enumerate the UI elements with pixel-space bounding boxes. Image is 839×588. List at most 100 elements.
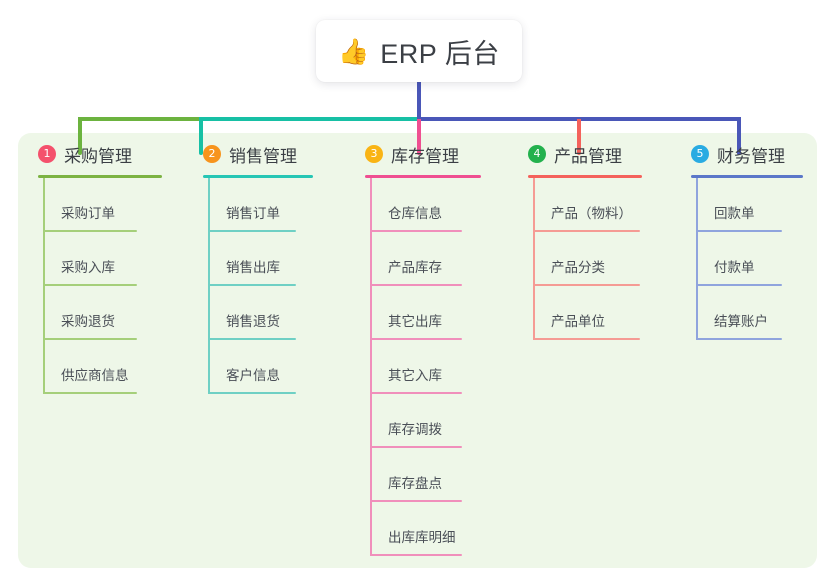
submodule-item[interactable]: 产品单位 — [533, 286, 642, 340]
submodule-underline — [370, 392, 462, 394]
module-header-product[interactable]: 4 产品管理 — [508, 133, 642, 175]
submodule-label: 供应商信息 — [61, 368, 129, 383]
submodule-underline — [43, 338, 137, 340]
submodule-underline — [533, 284, 640, 286]
submodule-item[interactable]: 采购入库 — [43, 232, 162, 286]
submodule-label: 销售退货 — [226, 314, 280, 329]
submodule-item[interactable]: 其它入库 — [370, 340, 481, 394]
submodule-spine — [370, 394, 372, 448]
submodule-item[interactable]: 产品分类 — [533, 232, 642, 286]
module-header-inventory[interactable]: 3 库存管理 — [345, 133, 481, 175]
submodule-label: 采购订单 — [61, 206, 115, 221]
submodule-item[interactable]: 回款单 — [696, 178, 803, 232]
submodule-item[interactable]: 产品（物料） — [533, 178, 642, 232]
submodule-spine — [533, 232, 535, 286]
module-title-product: 产品管理 — [554, 146, 622, 166]
submodule-label: 库存盘点 — [388, 476, 442, 491]
module-badge-purchase: 1 — [38, 145, 56, 163]
submodule-spine — [43, 340, 45, 394]
module-badge-finance: 5 — [691, 145, 709, 163]
drop-product — [577, 119, 581, 155]
submodule-item[interactable]: 客户信息 — [208, 340, 313, 394]
submodule-label: 销售订单 — [226, 206, 280, 221]
submodule-item[interactable]: 采购退货 — [43, 286, 162, 340]
submodule-label: 客户信息 — [226, 368, 280, 383]
submodule-item[interactable]: 出库库明细 — [370, 502, 481, 556]
submodule-label: 采购退货 — [61, 314, 115, 329]
submodule-underline — [696, 338, 782, 340]
submodule-underline — [370, 554, 462, 556]
submodule-label: 出库库明细 — [388, 530, 456, 545]
submodule-underline — [696, 284, 782, 286]
submodule-label: 产品（物料） — [551, 206, 632, 221]
submodule-item[interactable]: 仓库信息 — [370, 178, 481, 232]
submodule-label: 回款单 — [714, 206, 755, 221]
submodule-label: 仓库信息 — [388, 206, 442, 221]
submodule-spine — [370, 286, 372, 340]
modules-panel — [18, 133, 817, 568]
submodule-label: 采购入库 — [61, 260, 115, 275]
submodule-item[interactable]: 库存调拨 — [370, 394, 481, 448]
module-badge-inventory: 3 — [365, 145, 383, 163]
submodule-label: 产品单位 — [551, 314, 605, 329]
submodule-label: 销售出库 — [226, 260, 280, 275]
submodule-list-inventory: 仓库信息产品库存其它出库其它入库库存调拨库存盘点出库库明细 — [370, 178, 481, 556]
submodule-underline — [208, 230, 296, 232]
submodule-list-finance: 回款单付款单结算账户 — [696, 178, 803, 340]
submodule-spine — [696, 232, 698, 286]
module-title-finance: 财务管理 — [717, 146, 785, 166]
submodule-spine — [43, 178, 45, 232]
module-title-inventory: 库存管理 — [391, 146, 459, 166]
submodule-item[interactable]: 产品库存 — [370, 232, 481, 286]
module-underline-sales — [203, 175, 313, 178]
submodule-label: 产品库存 — [388, 260, 442, 275]
submodule-underline — [43, 392, 137, 394]
root-node-card[interactable]: 👍 ERP 后台 — [316, 20, 522, 82]
submodule-item[interactable]: 库存盘点 — [370, 448, 481, 502]
submodule-spine — [370, 178, 372, 232]
drop-purchase — [78, 119, 82, 155]
module-underline-finance — [691, 175, 803, 178]
module-badge-product: 4 — [528, 145, 546, 163]
submodule-list-sales: 销售订单销售出库销售退货客户信息 — [208, 178, 313, 394]
submodule-underline — [533, 338, 640, 340]
module-underline-product — [528, 175, 642, 178]
submodule-underline — [370, 338, 462, 340]
submodule-label: 付款单 — [714, 260, 755, 275]
submodule-list-purchase: 采购订单采购入库采购退货供应商信息 — [43, 178, 162, 394]
submodule-item[interactable]: 销售出库 — [208, 232, 313, 286]
drop-sales — [199, 119, 203, 155]
submodule-underline — [370, 500, 462, 502]
bus-segment-green — [78, 117, 199, 121]
module-underline-inventory — [365, 175, 481, 178]
module-badge-sales: 2 — [203, 145, 221, 163]
submodule-item[interactable]: 付款单 — [696, 232, 803, 286]
submodule-list-product: 产品（物料） 产品分类产品单位 — [533, 178, 642, 340]
submodule-item[interactable]: 供应商信息 — [43, 340, 162, 394]
submodule-item[interactable]: 销售订单 — [208, 178, 313, 232]
submodule-underline — [533, 230, 640, 232]
bus-segment-teal — [199, 117, 417, 121]
submodule-item[interactable]: 其它出库 — [370, 286, 481, 340]
submodule-item[interactable]: 采购订单 — [43, 178, 162, 232]
module-header-finance[interactable]: 5 财务管理 — [671, 133, 803, 175]
submodule-spine — [370, 232, 372, 286]
submodule-underline — [370, 284, 462, 286]
submodule-underline — [43, 230, 137, 232]
submodule-spine — [370, 502, 372, 556]
module-column-inventory: 3 库存管理仓库信息产品库存其它出库其它入库库存调拨库存盘点出库库明细 — [345, 133, 481, 556]
submodule-spine — [370, 340, 372, 394]
submodule-spine — [43, 232, 45, 286]
submodule-spine — [370, 448, 372, 502]
submodule-spine — [208, 232, 210, 286]
submodule-spine — [208, 340, 210, 394]
submodule-item[interactable]: 销售退货 — [208, 286, 313, 340]
submodule-underline — [370, 446, 462, 448]
submodule-item[interactable]: 结算账户 — [696, 286, 803, 340]
submodule-label: 产品分类 — [551, 260, 605, 275]
